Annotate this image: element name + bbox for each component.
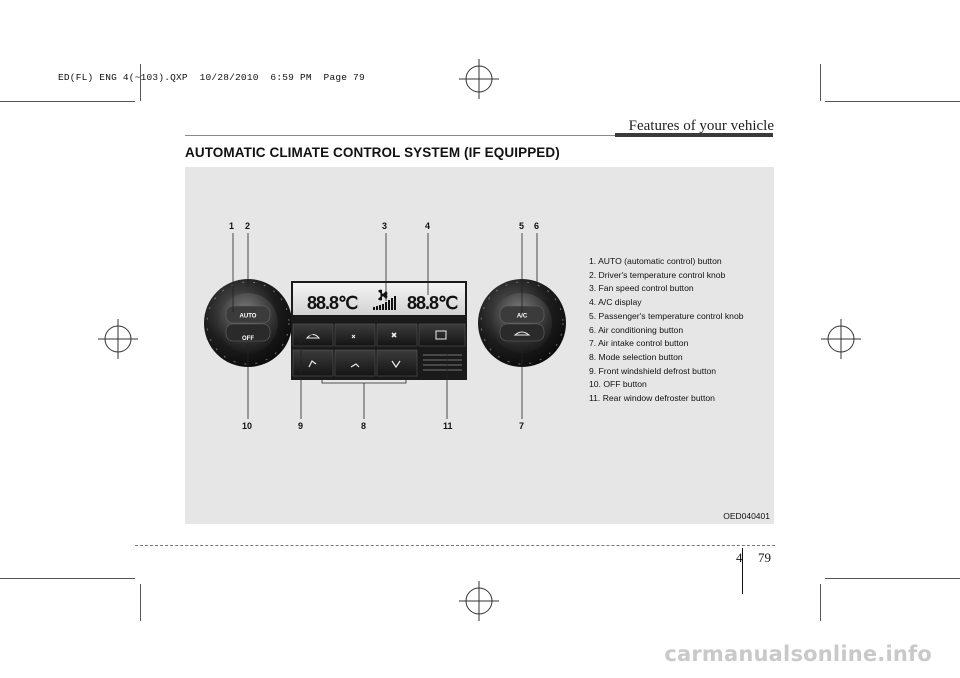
figure-legend: 1. AUTO (automatic control) button 2. Dr… bbox=[589, 255, 744, 406]
display-passenger-temp: 88.8℃ bbox=[407, 293, 458, 313]
legend-item: 4. A/C display bbox=[589, 297, 642, 308]
title-rule bbox=[185, 135, 773, 136]
page-heading: AUTOMATIC CLIMATE CONTROL SYSTEM (IF EQU… bbox=[185, 145, 560, 160]
callout-lines bbox=[232, 233, 538, 419]
rear-defrost-button bbox=[418, 323, 466, 347]
front-defrost-icon bbox=[305, 334, 321, 339]
legend-item: 9. Front windshield defrost button bbox=[589, 365, 717, 376]
callout-4: 4 bbox=[425, 221, 430, 231]
registration-mark-left bbox=[98, 319, 138, 359]
page-number-divider bbox=[742, 548, 743, 594]
display-driver-temp: 88.8℃ bbox=[307, 293, 358, 313]
legend-item: 5. Passenger's temperature control knob bbox=[589, 310, 744, 321]
fan-large-icon bbox=[391, 332, 397, 338]
crop-mark bbox=[140, 584, 141, 621]
crop-mark bbox=[820, 584, 821, 621]
auto-button bbox=[225, 305, 271, 324]
crop-mark bbox=[825, 101, 960, 102]
driver-temperature-knob: AUTO OFF bbox=[204, 279, 292, 367]
mode-face-icon bbox=[308, 360, 317, 368]
mode-bilevel-icon bbox=[391, 360, 401, 369]
section-title: Features of your vehicle bbox=[628, 118, 774, 134]
auto-button-label: AUTO bbox=[240, 314, 257, 320]
legend-item: 3. Fan speed control button bbox=[589, 283, 694, 294]
ac-button-label: A/C bbox=[517, 314, 528, 320]
registration-mark-right bbox=[821, 319, 861, 359]
callout-5: 5 bbox=[519, 221, 524, 231]
legend-item: 10. OFF button bbox=[589, 379, 647, 390]
callout-11: 11 bbox=[443, 421, 453, 431]
fan-small-icon bbox=[351, 334, 356, 339]
passenger-temperature-knob: A/C bbox=[478, 279, 566, 367]
callout-7: 7 bbox=[519, 421, 524, 431]
mode-face-button bbox=[292, 349, 334, 377]
footer-rule bbox=[135, 545, 775, 546]
crop-mark bbox=[0, 101, 135, 102]
car-recirculation-icon bbox=[513, 331, 531, 336]
mode-bilevel-button bbox=[376, 349, 418, 377]
fan-speed-bars bbox=[373, 296, 396, 310]
crop-mark bbox=[825, 578, 960, 579]
chapter-number: 4 bbox=[736, 550, 743, 565]
mode-floor-button bbox=[334, 349, 376, 377]
crop-mark bbox=[820, 64, 821, 101]
legend-item: 2. Driver's temperature control knob bbox=[589, 269, 726, 280]
registration-mark-bottom bbox=[459, 581, 499, 621]
climate-control-figure: AUTO OFF A/C 88.8℃ 88.8℃ bbox=[185, 167, 774, 524]
legend-item: 6. Air conditioning button bbox=[589, 324, 684, 335]
legend-item: 8. Mode selection button bbox=[589, 351, 683, 362]
callout-10: 10 bbox=[242, 421, 252, 431]
callout-9: 9 bbox=[298, 421, 303, 431]
off-button-label: OFF bbox=[242, 336, 254, 342]
print-slug: ED(FL) ENG 4(~103).QXP 10/28/2010 6:59 P… bbox=[58, 72, 365, 83]
mode-floor-icon bbox=[350, 363, 360, 368]
legend-item: 11. Rear window defroster button bbox=[589, 393, 715, 404]
figure-code: OED040401 bbox=[723, 511, 770, 521]
crop-mark bbox=[0, 578, 135, 579]
watermark: carmanualsonline.info bbox=[664, 642, 932, 666]
callout-6: 6 bbox=[534, 221, 539, 231]
legend-item: 1. AUTO (automatic control) button bbox=[589, 256, 722, 266]
page-number: 79 bbox=[758, 550, 771, 565]
fan-speed-up-button bbox=[376, 323, 418, 347]
climate-control-illustration: AUTO OFF A/C 88.8℃ 88.8℃ bbox=[204, 221, 566, 431]
callout-3: 3 bbox=[382, 221, 387, 231]
vent-grille bbox=[423, 354, 462, 371]
center-panel: 88.8℃ 88.8℃ bbox=[291, 281, 467, 380]
callout-1: 1 bbox=[229, 221, 234, 231]
registration-mark-top bbox=[459, 59, 499, 99]
crop-mark bbox=[140, 64, 141, 101]
callout-2: 2 bbox=[245, 221, 250, 231]
fan-icon bbox=[378, 289, 388, 301]
title-rule-accent bbox=[615, 133, 773, 137]
callout-8: 8 bbox=[361, 421, 366, 431]
rear-defrost-icon bbox=[435, 330, 447, 340]
off-button bbox=[225, 323, 271, 342]
legend-item: 7. Air intake control button bbox=[589, 338, 689, 349]
